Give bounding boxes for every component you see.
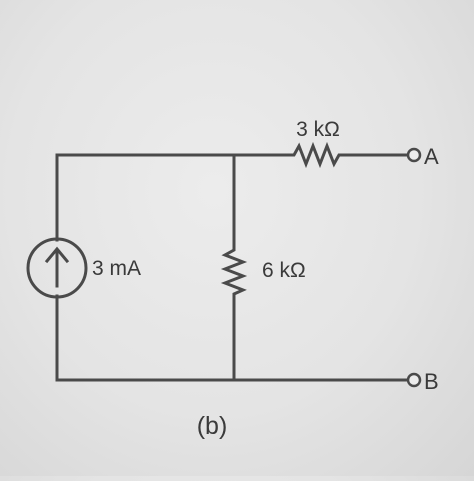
current-source-circle xyxy=(26,237,88,299)
label-terminal-a: A xyxy=(424,144,439,169)
label-terminal-b: B xyxy=(424,369,439,394)
figure-caption: (b) xyxy=(197,412,228,440)
label-3k: 3 kΩ xyxy=(296,118,340,141)
label-6k: 6 kΩ xyxy=(262,259,306,282)
current-source-arrow-icon xyxy=(44,246,70,288)
resistor-6k xyxy=(220,244,248,300)
resistor-3k xyxy=(288,141,347,169)
current-source xyxy=(26,237,88,299)
terminal-a xyxy=(406,147,422,163)
terminal-b xyxy=(406,372,422,388)
label-3ma: 3 mA xyxy=(92,257,141,280)
